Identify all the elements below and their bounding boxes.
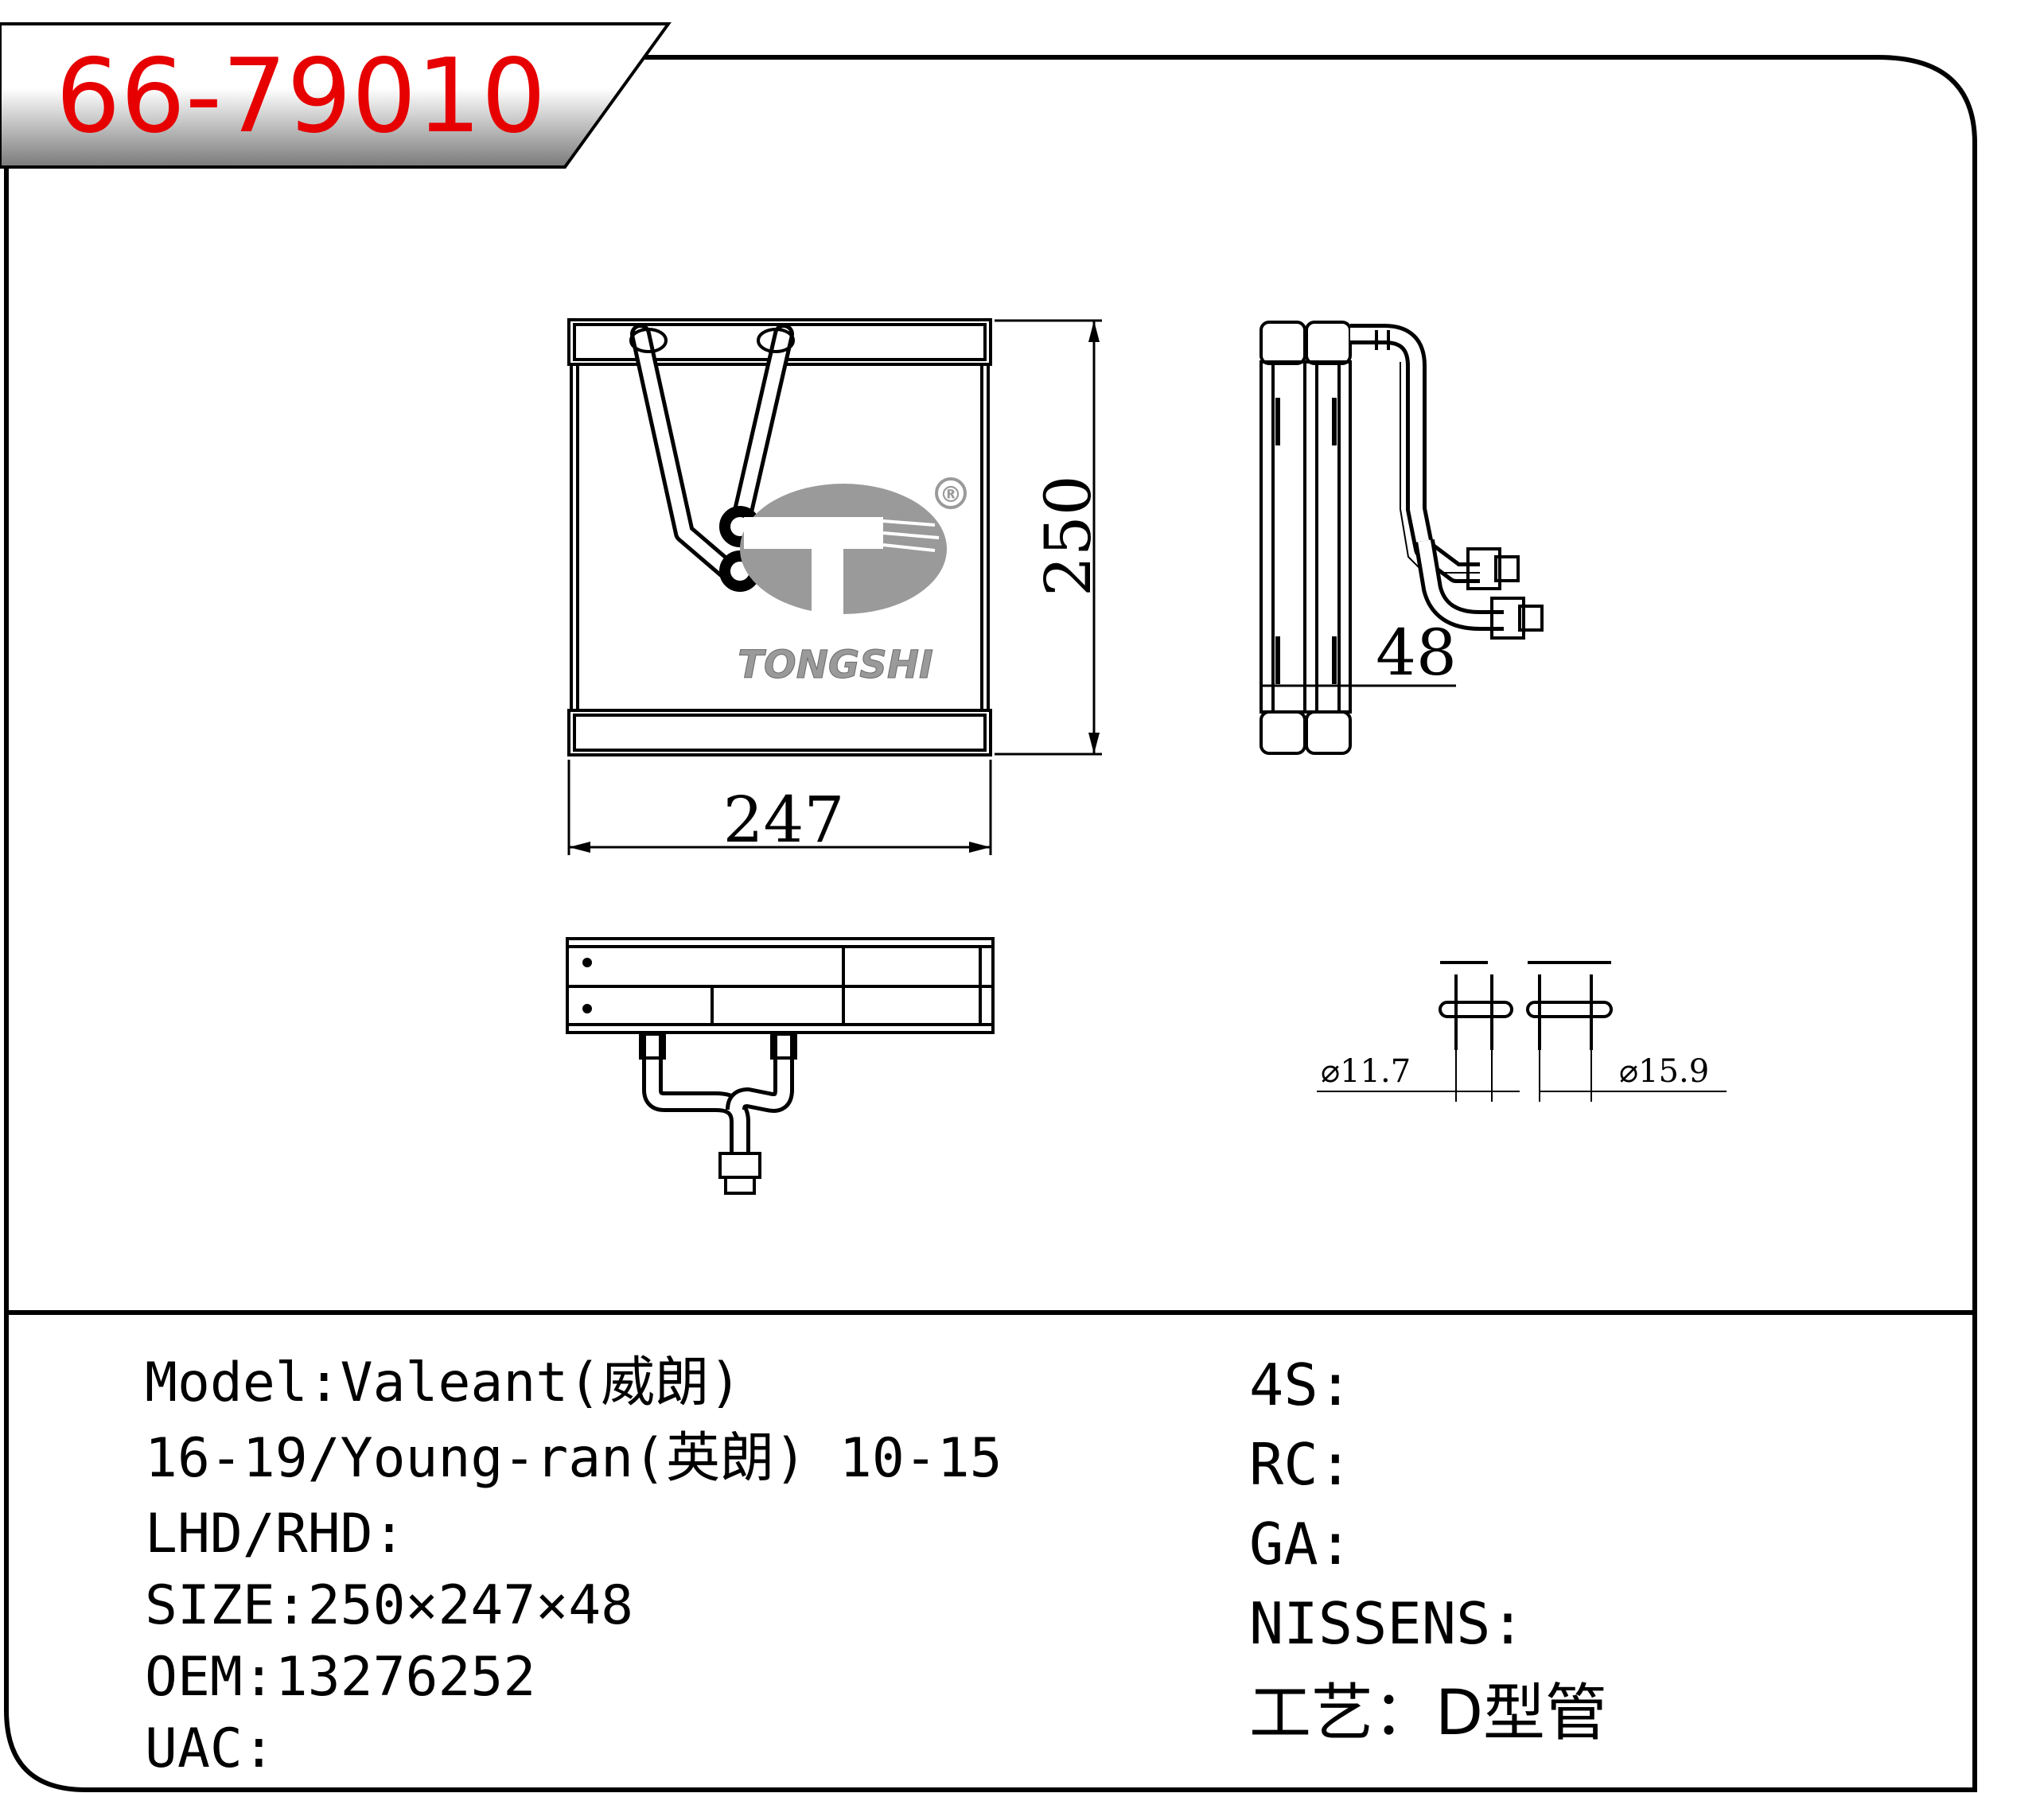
pipe-small-label: ⌀11.7 — [1321, 1053, 1411, 1090]
spec-craft: 工艺：D型管 — [1249, 1678, 1608, 1749]
frame-border — [4, 55, 1977, 1792]
dimension-width — [567, 760, 992, 855]
dimension-width-label: 247 — [723, 783, 845, 857]
spec-size: SIZE:250×247×48 — [145, 1574, 634, 1637]
pipe-detail — [1317, 961, 1727, 1102]
logo-text: TONGSHI — [738, 643, 933, 687]
dimension-depth-label: 48 — [1376, 616, 1457, 690]
dimension-height — [995, 319, 1102, 756]
spec-nissens: NISSENS: — [1249, 1590, 1525, 1657]
bottom-view — [566, 937, 995, 1195]
spec-model-line1: Model:Valeant(威朗) — [145, 1352, 742, 1414]
tongshi-logo: ® TONGSHI — [738, 477, 967, 688]
side-view — [1259, 321, 1544, 755]
spec-model-line2: 16-19/Young-ran(英朗) 10-15 — [145, 1427, 1003, 1490]
header-banner — [0, 22, 672, 169]
spec-4s: 4S: — [1249, 1352, 1353, 1418]
spec-uac: UAC: — [145, 1717, 275, 1780]
pipe-large-label: ⌀15.9 — [1619, 1053, 1709, 1090]
svg-text:®: ® — [940, 481, 962, 508]
spec-ga: GA: — [1249, 1511, 1353, 1577]
spec-oem: OEM:13276252 — [145, 1646, 536, 1709]
dimension-height-label: 250 — [1031, 475, 1105, 597]
registered-icon — [935, 477, 967, 509]
part-number: 66-79010 — [56, 37, 546, 156]
spec-lhd-rhd: LHD/RHD: — [145, 1503, 406, 1565]
spec-rc: RC: — [1249, 1431, 1353, 1498]
